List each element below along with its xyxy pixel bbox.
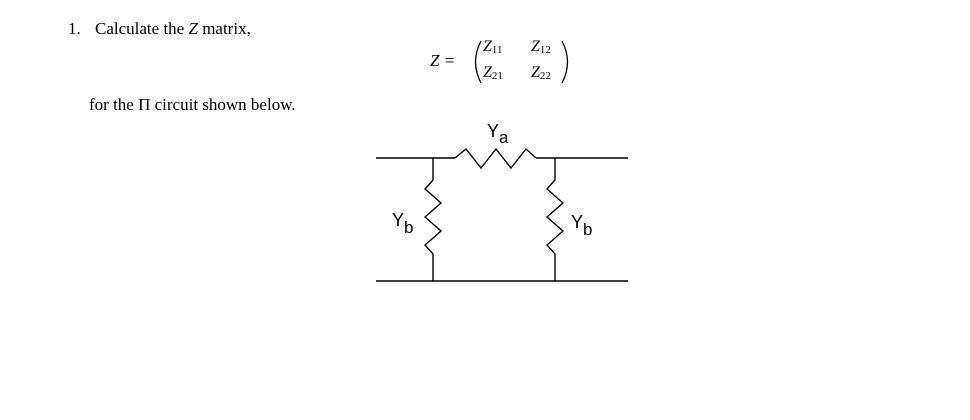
matrix-parentheses (474, 40, 569, 84)
problem-number: 1. (68, 19, 81, 38)
circuit-context-text: for the Π circuit shown below. (89, 95, 296, 114)
right-parenthesis (561, 40, 569, 84)
problem-statement: 1. Calculate the Z matrix, (68, 19, 251, 39)
shunt-label-left-yb: Yb (392, 210, 413, 237)
prompt-variable: Z (188, 19, 198, 38)
shunt-label-right-yb: Yb (571, 212, 592, 239)
equation-lhs: Z = (430, 51, 456, 70)
shunt-element-left-yb (423, 158, 443, 281)
matrix-entry-z12: Z12 (531, 38, 551, 56)
left-parenthesis (474, 40, 482, 84)
matrix-entry-z22: Z22 (531, 64, 551, 82)
shunt-element-right-yb (545, 158, 565, 281)
matrix-entry-z21: Z21 (483, 64, 503, 82)
matrix-entry-z11: Z11 (483, 38, 503, 56)
prompt-prefix: Calculate the (95, 19, 189, 38)
series-label-ya: Ya (487, 121, 509, 147)
prompt-suffix: matrix, (197, 19, 251, 38)
z-matrix-equation: Z = Z11 Z12 Z21 Z22 (430, 38, 580, 88)
series-element-ya (454, 147, 537, 170)
